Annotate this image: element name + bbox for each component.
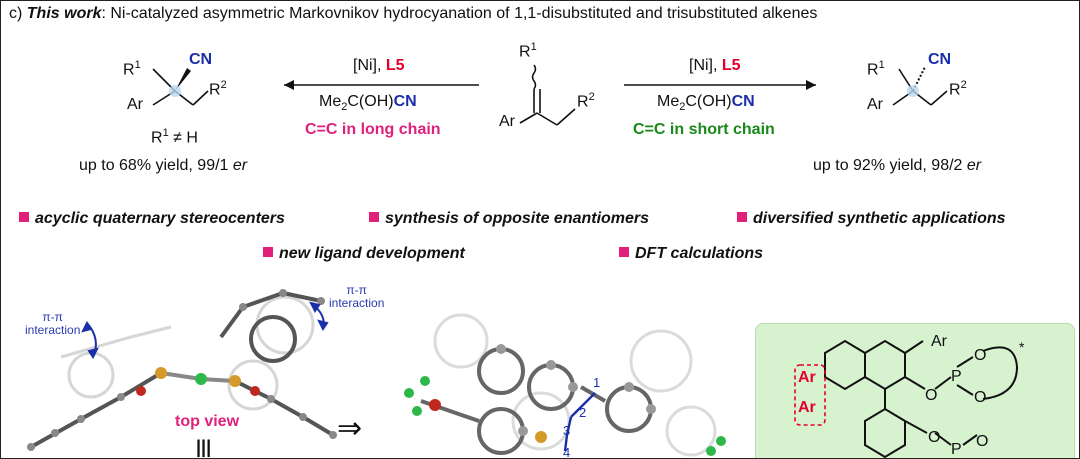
implies-arrow: ⇒ — [337, 412, 363, 445]
bullet-square-icon — [619, 247, 629, 257]
bullet-item: diversified synthetic applications — [737, 210, 1006, 228]
right-product-yield: up to 92% yield, 98/2 er — [813, 157, 982, 174]
bullet-item: new ligand development — [263, 245, 465, 263]
left-stereocenter-mark — [169, 85, 181, 97]
ligand-o3: O — [974, 389, 987, 406]
right-product-r1: R1 — [867, 59, 885, 79]
bullet-square-icon — [263, 247, 273, 257]
ligand-o5: O — [976, 433, 989, 450]
bullet-square-icon — [19, 212, 29, 222]
ar-highlight-box — [794, 364, 826, 426]
top-view-structure-model — [404, 313, 726, 457]
ligand-p2: P — [951, 441, 962, 458]
left-wedge-bond — [175, 68, 191, 91]
ligand-structure-bonds — [794, 339, 1019, 458]
left-arrow-reagent: Me2C(OH)CN — [319, 93, 417, 114]
bond-number: 1 — [593, 375, 601, 390]
right-product-r2: R2 — [949, 79, 967, 99]
bullet-item: acyclic quaternary stereocenters — [19, 210, 285, 228]
ligand-stereo-star: * — [1019, 339, 1025, 355]
bond-number: 4 — [563, 445, 571, 459]
right-arrow-reagent: Me2C(OH)CN — [657, 93, 755, 114]
left-arrow-note: C=C in long chain — [305, 121, 441, 138]
pi-interaction-arrows — [81, 301, 329, 359]
equivalence-mark: ||| — [196, 437, 212, 457]
ligand-o2: O — [974, 347, 987, 364]
scheme-header: c) This work: Ni-catalyzed asymmetric Ma… — [9, 5, 817, 23]
substrate-ar: Ar — [499, 113, 515, 130]
ligand-o1: O — [925, 387, 938, 404]
bond-number: 2 — [579, 405, 587, 420]
header-title: : Ni-catalyzed asymmetric Markovnikov hy… — [101, 5, 818, 22]
substrate-r2: R2 — [577, 91, 595, 111]
ligand-ar-top: Ar — [931, 333, 947, 350]
substrate-bonds — [519, 64, 576, 126]
right-reaction-arrow — [624, 80, 816, 90]
substrate-r1: R1 — [519, 41, 537, 61]
core-atoms — [136, 367, 260, 396]
numbered-bonds — [563, 392, 596, 452]
left-product-r2: R2 — [209, 79, 227, 99]
left-arrow-catalyst: [Ni], L5 — [353, 57, 405, 74]
ligand-o4: O — [928, 429, 941, 446]
ligand-ar-highlight-1: Ar — [798, 369, 816, 386]
left-product-cn: CN — [189, 51, 213, 68]
bullet-square-icon — [737, 212, 747, 222]
ligand-ar-highlight-2: Ar — [798, 399, 816, 416]
left-product-bonds — [152, 68, 209, 106]
faded-background-bonds — [433, 313, 717, 457]
left-product-ar: Ar — [127, 96, 143, 113]
bullet-item: DFT calculations — [619, 245, 763, 263]
right-product-bonds — [892, 68, 948, 106]
left-product-yield: up to 68% yield, 99/1 er — [79, 157, 248, 174]
left-reaction-arrow — [284, 80, 479, 90]
right-stereocenter-mark — [907, 85, 919, 97]
right-arrow-note: C=C in short chain — [633, 121, 775, 138]
right-arrow-catalyst: [Ni], L5 — [689, 57, 741, 74]
top-view-label: top view — [175, 413, 240, 430]
right-product-ar: Ar — [867, 96, 883, 113]
bond-number: 3 — [563, 423, 571, 438]
carbon-atoms — [496, 344, 656, 436]
heteroatoms — [404, 376, 726, 456]
ligand-p1: P — [951, 368, 962, 385]
left-product-condition: R1 ≠ H — [151, 127, 198, 147]
right-product-cn: CN — [928, 51, 952, 68]
background-ring-bonds — [60, 295, 315, 411]
header-this-work: This work — [26, 5, 102, 22]
complex-structure-model — [27, 289, 337, 451]
bullet-item: synthesis of opposite enantiomers — [369, 210, 649, 228]
header-prefix: c) — [9, 5, 27, 22]
reaction-scheme-bonds — [152, 64, 948, 126]
left-product-r1: R1 — [123, 59, 141, 79]
bullet-square-icon — [369, 212, 379, 222]
